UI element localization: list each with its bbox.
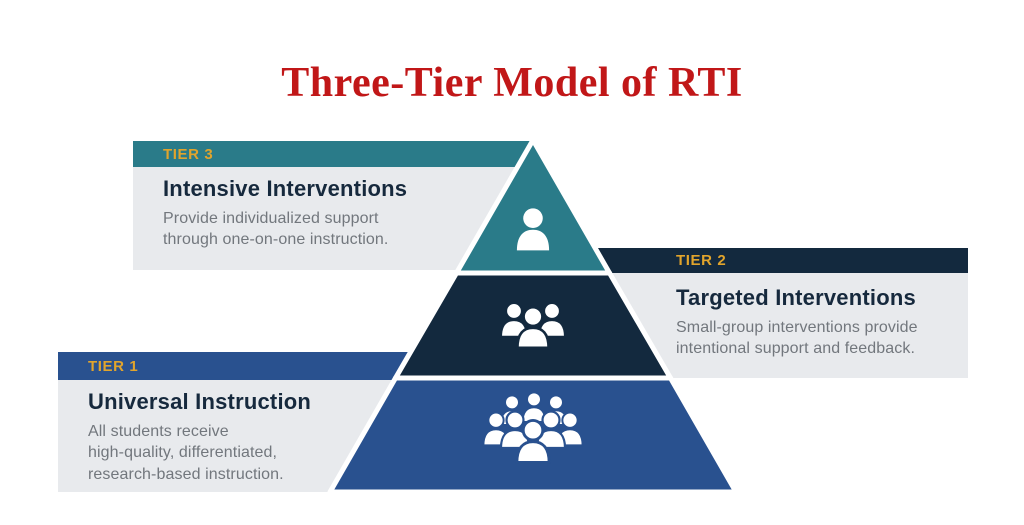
tier2-title: Targeted Interventions (676, 285, 916, 310)
tier2-label: TIER 2 (676, 252, 727, 269)
tier2-desc-line-2: intentional support and feedback. (676, 340, 916, 358)
tier1-header-bar: TIER 1 (58, 352, 430, 380)
tier1-card: TIER 1 Universal Instruction All student… (58, 352, 430, 492)
tier1-label: TIER 1 (88, 357, 139, 375)
tier1-desc-line-2: high-quality, differentiated, (88, 444, 278, 462)
tier3-card: TIER 3 Intensive Interventions Provide i… (133, 141, 533, 270)
tier3-body: Intensive Interventions Provide individu… (133, 167, 533, 270)
tier2-desc-line-1: Small-group interventions provide (676, 319, 918, 336)
tier1-body: Universal Instruction All students recei… (58, 380, 430, 492)
tier3-title: Intensive Interventions (163, 176, 408, 201)
tier2-header-bar: TIER 2 (592, 248, 968, 273)
tier3-label: TIER 3 (163, 145, 214, 163)
tier2-body: Targeted Interventions Small-group inter… (592, 273, 968, 378)
tier1-desc-line-3: research-based instruction. (88, 465, 284, 483)
group-icon (500, 302, 566, 350)
tier3-desc-line-2: through one-on-one instruction. (163, 231, 389, 249)
tier2-description: Small-group interventions provide intent… (676, 317, 958, 360)
tier2-card: TIER 2 Targeted Interventions Small-grou… (592, 248, 968, 378)
page-title: Three-Tier Model of RTI (281, 60, 743, 106)
tier3-header-bar: TIER 3 (133, 141, 533, 167)
tier1-desc-line-1: All students receive (88, 423, 229, 440)
crowd-icon (482, 391, 584, 464)
tier1-description: All students receive high-quality, diffe… (88, 421, 420, 485)
tier3-description: Provide individualized support through o… (163, 208, 523, 251)
tier1-title: Universal Instruction (88, 389, 312, 414)
tier3-desc-line-1: Provide individualized support (163, 210, 379, 227)
